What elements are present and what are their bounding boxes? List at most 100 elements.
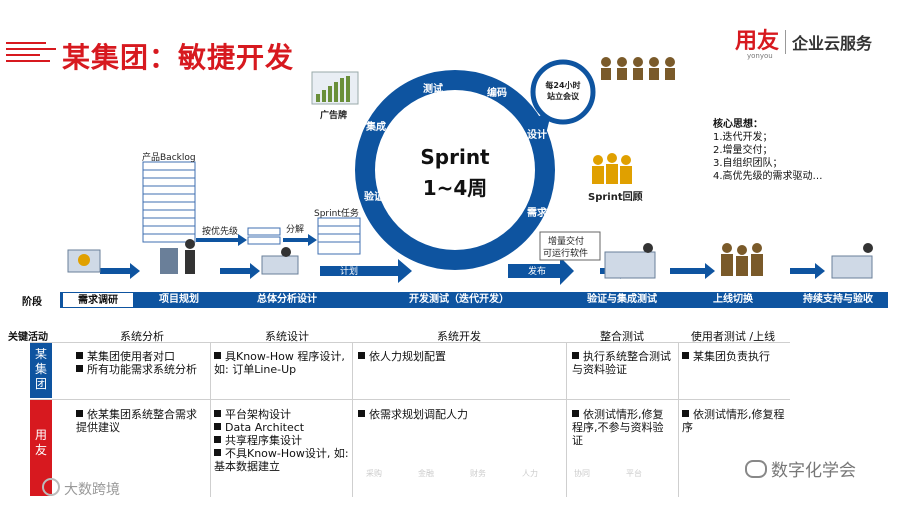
- list-item: 某集团使用者对口: [76, 350, 206, 363]
- core-idea-item: 4.高优先级的需求驱动…: [713, 171, 823, 182]
- incremental-delivery-box: [539, 231, 601, 261]
- cycle-step-requirement: 需求: [527, 208, 547, 219]
- core-idea-item: 1.迭代开发；: [713, 132, 773, 143]
- sprint-cycle-ring: [355, 70, 555, 270]
- support-acceptance-illustration: [831, 243, 873, 279]
- group-analysis-cell: 某集团使用者对口 所有功能需求系统分析: [76, 350, 206, 376]
- sprint-task-label: Sprint任务: [314, 209, 359, 219]
- row-label-yonyou-text: 用友: [35, 428, 48, 457]
- product-backlog-label: 产品Backlog: [142, 153, 196, 163]
- sprint-center-title: Sprint: [420, 145, 490, 169]
- list-item: 所有功能需求系统分析: [76, 363, 206, 376]
- watermark-text: 数字化学会: [745, 456, 856, 481]
- priority-list-icon: [247, 227, 281, 245]
- sprint-task-icon: [317, 217, 361, 255]
- phase-go-live: 上线切换: [713, 294, 753, 305]
- core-idea-item: 3.自组织团队；: [713, 158, 783, 169]
- activity-header-design: 系统设计: [265, 330, 309, 343]
- product-backlog-icon: [142, 161, 196, 243]
- incremental-delivery-label: 增量交付: [548, 237, 585, 247]
- list-item: 依测试情形,修复程序,不参与资料验证: [572, 408, 664, 447]
- list-item: 依需求规划调配人力: [358, 408, 558, 421]
- faint-footer-text: 金融: [418, 469, 434, 478]
- billboard-icon: [311, 71, 359, 105]
- row-label-group-text: 某集团: [35, 347, 48, 391]
- activity-header-user-test: 使用者测试 /上线: [690, 330, 776, 343]
- list-item: 具Know-How 程序设计, 如: 订单Line-Up: [214, 350, 345, 376]
- core-ideas-heading: 核心思想：: [713, 119, 763, 130]
- daily-meeting-badge: [530, 59, 596, 125]
- sprint-review-label: Sprint回顾: [588, 192, 643, 203]
- yonyou-analysis-cell: 依某集团系统整合需求提供建议: [76, 408, 206, 434]
- list-item: 共享程序集设计: [214, 434, 350, 447]
- team-people-icon: [601, 57, 675, 80]
- wechat-icon: [745, 460, 767, 478]
- phase-verification: 验证与集成测试: [587, 294, 657, 305]
- project-planning-illustration: [160, 239, 195, 274]
- by-priority-label: 按优先级: [202, 227, 239, 237]
- list-item: 执行系统整合测试与资料验证: [572, 350, 671, 376]
- list-item: 依人力规划配置: [358, 350, 558, 363]
- activity-header-integration: 整合测试: [600, 330, 644, 343]
- faint-footer-text: 财务: [470, 469, 486, 478]
- phase-overall-design: 总体分析设计: [257, 294, 317, 305]
- speed-lines-decoration: [6, 38, 56, 68]
- phase-dev-test: 开发测试（迭代开发）: [409, 294, 509, 305]
- activities-label: 关键活动: [8, 332, 48, 343]
- cycle-step-verify: 验证: [364, 192, 384, 203]
- runnable-software-label: 可运行软件: [543, 249, 589, 259]
- daily-meeting-label: 每24小时站立会议: [545, 81, 581, 101]
- yonyou-dev-cell: 依需求规划调配人力: [358, 408, 558, 421]
- plan-label: 计划: [340, 267, 359, 277]
- row-label-yonyou: 用友: [30, 400, 52, 496]
- yonyou-integration-cell: 依测试情形,修复程序,不参与资料验证: [572, 408, 674, 447]
- watermark-icon: [42, 478, 60, 496]
- phase-label: 阶段: [22, 297, 42, 308]
- row-label-group: 某集团: [30, 343, 52, 398]
- review-team-icon: [592, 153, 632, 184]
- sprint-center-duration: 1~4周: [422, 176, 488, 200]
- requirement-survey-illustration: [67, 249, 101, 273]
- faint-footer-text: 人力: [522, 469, 538, 478]
- group-design-cell: 具Know-How 程序设计, 如: 订单Line-Up: [214, 350, 348, 376]
- decompose-label: 分解: [286, 225, 305, 235]
- list-item: 依某集团系统整合需求提供建议: [76, 408, 197, 434]
- core-ideas: 核心思想： 1.迭代开发； 2.增量交付； 3.自组织团队； 4.高优先级的需求…: [713, 118, 823, 183]
- phase-project-planning: 项目规划: [159, 294, 199, 305]
- brand-tagline: 企业云服务: [792, 34, 873, 53]
- faint-footer-text: 协同: [574, 469, 590, 478]
- group-integration-cell: 执行系统整合测试与资料验证: [572, 350, 674, 376]
- faint-footer-text: 采购: [366, 469, 382, 478]
- cycle-step-test: 测试: [423, 84, 443, 95]
- go-live-illustration: [721, 243, 763, 276]
- phase-bar: [60, 292, 888, 308]
- list-item: Data Architect: [214, 421, 350, 434]
- group-dev-cell: 依人力规划配置: [358, 350, 558, 363]
- activity-header-analysis: 系统分析: [120, 330, 164, 343]
- release-label: 发布: [528, 267, 547, 277]
- activity-header-development: 系统开发: [437, 330, 481, 343]
- phase-requirement-survey: 需求调研: [62, 292, 134, 308]
- page-title: 某集团：敏捷开发: [62, 41, 295, 74]
- phase-support: 持续支持与验收: [803, 294, 873, 305]
- group-user-test-cell: 某集团负责执行: [682, 350, 786, 363]
- brand-logo-sub: yonyou: [747, 52, 773, 60]
- list-item: 依测试情形,修复程序: [682, 408, 785, 434]
- list-item: 不具Know-How设计, 如: 基本数据建立: [214, 447, 349, 473]
- billboard-label: 广告牌: [320, 111, 348, 121]
- list-item: 某集团负责执行: [682, 350, 786, 363]
- analysis-design-illustration: [261, 247, 299, 275]
- faint-footer-text: 平台: [626, 469, 642, 478]
- yonyou-design-cell: 平台架构设计 Data Architect 共享程序集设计 不具Know-How…: [214, 408, 350, 473]
- watermark-secondary: 大数跨境: [42, 478, 120, 499]
- cycle-step-design: 设计: [527, 130, 547, 141]
- brand-logo-text: 用友: [735, 29, 780, 54]
- list-item: 平台架构设计: [214, 408, 350, 421]
- cycle-step-code: 编码: [487, 88, 507, 99]
- yonyou-user-test-cell: 依测试情形,修复程序: [682, 408, 786, 434]
- core-idea-item: 2.增量交付；: [713, 145, 773, 156]
- brand-logo: 用友 yonyou 企业云服务: [735, 29, 873, 60]
- cycle-step-integrate: 集成: [366, 122, 386, 133]
- integration-test-illustration: [604, 243, 656, 279]
